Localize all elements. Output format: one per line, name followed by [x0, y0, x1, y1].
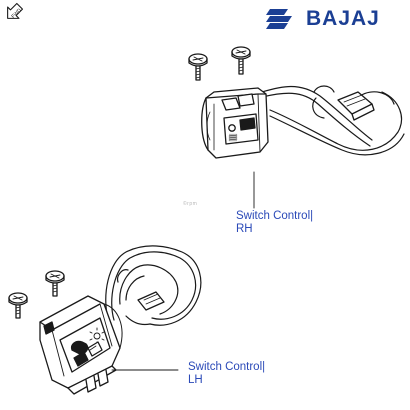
rh-switch-body — [201, 87, 269, 159]
rh-connector — [337, 91, 375, 121]
rh-screw-1 — [188, 53, 208, 81]
lh-switch-body — [39, 295, 123, 395]
bajaj-logo-icon — [266, 9, 292, 29]
bajaj-brand: BAJAJ — [262, 6, 408, 32]
rh-part-label-line1: Switch Control| — [236, 210, 314, 222]
rh-wire-harness — [261, 85, 405, 156]
rh-screw-2 — [231, 46, 251, 75]
rh-part-label[interactable]: Switch Control| RH — [236, 210, 313, 236]
headlamp-symbol-icon — [89, 327, 105, 345]
rh-switch-assembly — [188, 46, 405, 209]
lh-part-label-line2: LH — [188, 374, 203, 386]
brand-name: BAJAJ — [306, 7, 380, 30]
fwd-arrow-icon: FWD — [7, 2, 24, 20]
watermark: ©rpm — [183, 201, 198, 207]
lh-part-label-line1: Switch Control| — [188, 361, 266, 373]
lh-screw-2 — [8, 292, 28, 319]
lh-switch-assembly — [8, 245, 202, 395]
lh-part-label[interactable]: Switch Control| LH — [188, 361, 265, 387]
lh-screw-1 — [45, 270, 65, 297]
lh-wire-harness — [105, 245, 202, 326]
rh-part-label-line2: RH — [236, 223, 253, 235]
lh-harness-clip — [137, 291, 165, 311]
